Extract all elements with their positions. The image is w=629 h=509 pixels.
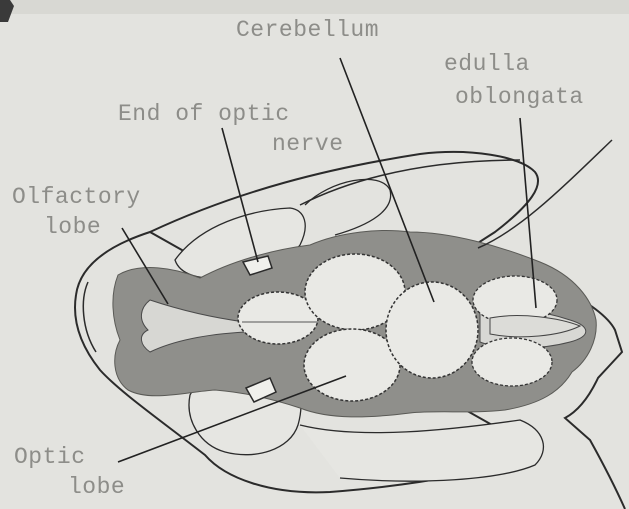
label-olfactory-line2: lobe (44, 214, 101, 240)
label-medulla-line1: edulla (444, 51, 530, 77)
label-optic-lobe-line1: Optic (14, 444, 86, 470)
label-cerebellum: Cerebellum (236, 17, 379, 43)
label-olfactory-line1: Olfactory (12, 184, 141, 210)
label-optic-nerve-line1: End of optic (118, 101, 290, 127)
medulla-lobe-lower (472, 338, 552, 386)
label-optic-nerve-line2: nerve (272, 131, 344, 157)
label-medulla-line2: oblongata (455, 84, 584, 110)
optic-lobe-lower (304, 329, 400, 401)
label-optic-lobe-line2: lobe (68, 474, 125, 500)
paper-edge (0, 0, 629, 14)
